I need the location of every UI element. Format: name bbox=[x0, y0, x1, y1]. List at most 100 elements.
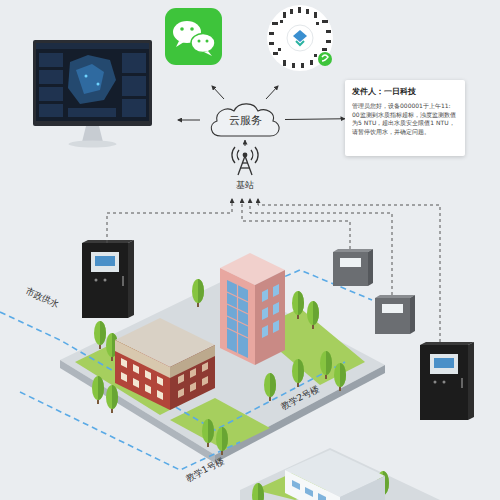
building bbox=[227, 285, 248, 353]
building bbox=[202, 362, 208, 372]
building bbox=[202, 376, 208, 386]
monitoring-box bbox=[340, 258, 361, 267]
building bbox=[273, 320, 279, 333]
tree bbox=[264, 373, 276, 401]
wechat-icon bbox=[198, 40, 201, 43]
monitor bbox=[68, 55, 116, 104]
signal-arrow bbox=[245, 140, 246, 146]
monitoring-cabinet bbox=[434, 358, 454, 368]
mini-program-code bbox=[326, 40, 331, 43]
monitoring-box bbox=[375, 298, 410, 334]
monitoring-cabinet bbox=[468, 342, 474, 420]
monitoring-cabinet bbox=[461, 378, 463, 388]
building bbox=[115, 318, 215, 410]
monitor bbox=[122, 76, 146, 96]
tree bbox=[292, 291, 304, 319]
mini-program-code bbox=[316, 22, 319, 25]
building bbox=[145, 384, 151, 394]
wireless-link bbox=[250, 199, 392, 295]
building bbox=[285, 470, 340, 500]
water-pipe bbox=[0, 312, 345, 430]
building bbox=[285, 450, 385, 500]
building bbox=[292, 480, 326, 500]
monitoring-cabinet bbox=[95, 279, 98, 282]
service-arrow bbox=[212, 86, 224, 99]
building bbox=[115, 340, 170, 410]
water-pipe bbox=[0, 270, 372, 470]
node-body: 管理员您好，设备000001于上午11: 00监测到水质指标超标，浊度监测数值为… bbox=[352, 102, 458, 137]
building bbox=[121, 358, 163, 400]
mini-program-code bbox=[314, 54, 317, 57]
tree bbox=[202, 419, 214, 447]
mini-program-code bbox=[283, 12, 286, 18]
building bbox=[273, 284, 279, 297]
wechat-icon bbox=[180, 27, 184, 31]
monitoring-cabinet bbox=[443, 381, 446, 384]
antenna-icon bbox=[232, 147, 258, 175]
mini-program-code bbox=[292, 63, 295, 68]
mini-program-code bbox=[272, 22, 278, 25]
monitor bbox=[97, 83, 100, 86]
campus-ground bbox=[240, 448, 440, 500]
tree bbox=[307, 301, 319, 329]
antenna-icon bbox=[241, 167, 250, 168]
signal-arrow bbox=[285, 118, 345, 120]
monitoring-box bbox=[333, 249, 373, 252]
service-arrow bbox=[266, 86, 278, 99]
building bbox=[220, 253, 285, 365]
monitor bbox=[39, 53, 63, 67]
building bbox=[157, 390, 163, 400]
wechat-icon bbox=[176, 41, 184, 47]
monitor bbox=[68, 108, 116, 117]
base-station: 基站 bbox=[225, 146, 265, 192]
wechat-icon bbox=[204, 51, 212, 56]
building bbox=[220, 268, 255, 365]
cloud-service: 云服务 bbox=[205, 100, 285, 140]
building bbox=[178, 388, 184, 398]
building bbox=[178, 374, 184, 384]
wireless-link bbox=[242, 199, 350, 249]
monitor bbox=[76, 64, 104, 94]
tree bbox=[216, 427, 228, 455]
monitoring-cabinet bbox=[104, 279, 107, 282]
building bbox=[190, 382, 196, 392]
wechat-icon bbox=[165, 8, 222, 65]
monitor bbox=[39, 87, 63, 101]
wechat-icon bbox=[206, 40, 209, 43]
monitor bbox=[33, 40, 152, 126]
mini-program-code bbox=[326, 30, 331, 33]
monitoring-box bbox=[375, 295, 415, 298]
monitoring-cabinet bbox=[91, 252, 119, 272]
building bbox=[133, 378, 139, 388]
building bbox=[133, 364, 139, 374]
antenna-icon bbox=[225, 146, 265, 176]
tree bbox=[252, 483, 264, 500]
monitoring-cabinet bbox=[420, 345, 468, 420]
mini-program-code bbox=[269, 42, 274, 45]
building bbox=[237, 285, 238, 353]
monitoring-cabinet bbox=[420, 342, 474, 345]
building bbox=[262, 307, 268, 320]
wechat-icon bbox=[191, 34, 215, 53]
monitor bbox=[122, 53, 146, 73]
monitor bbox=[36, 43, 149, 121]
node-title: 基站 bbox=[236, 179, 254, 192]
building bbox=[121, 372, 127, 382]
node-title: 云服务 bbox=[229, 113, 262, 128]
monitor bbox=[82, 126, 103, 142]
monitoring-box bbox=[410, 295, 415, 334]
building bbox=[262, 284, 279, 338]
mini-program-code bbox=[322, 55, 328, 61]
tree bbox=[92, 351, 389, 500]
monitoring-cabinet bbox=[434, 381, 437, 384]
tree bbox=[292, 359, 304, 387]
building bbox=[255, 270, 285, 365]
building bbox=[115, 340, 170, 378]
monitoring-cabinet bbox=[128, 240, 134, 318]
monitor bbox=[69, 141, 117, 148]
monitoring-box bbox=[333, 249, 373, 286]
building bbox=[340, 476, 385, 500]
building bbox=[170, 345, 215, 410]
antenna-icon bbox=[243, 153, 248, 158]
